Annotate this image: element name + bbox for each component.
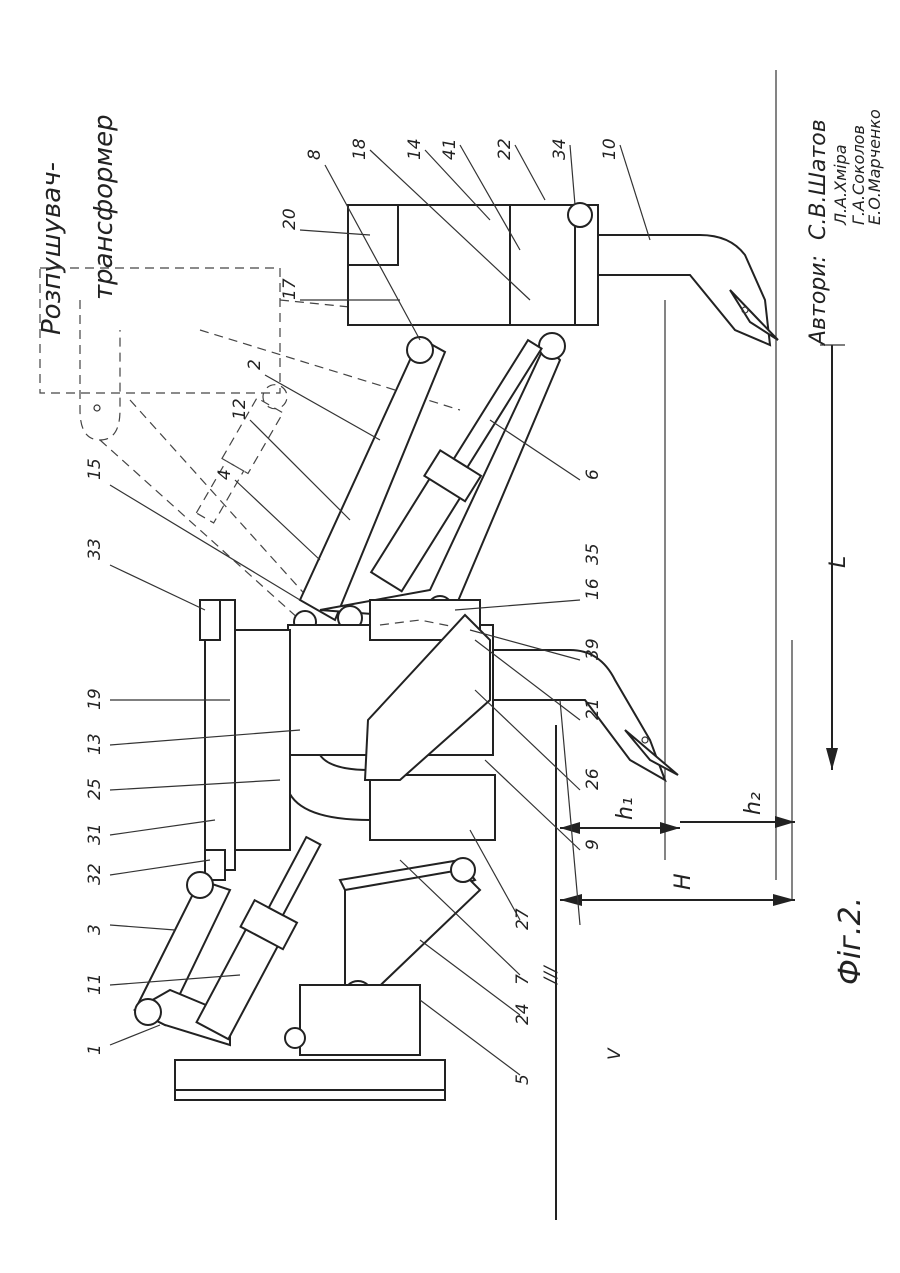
- label-7: 7: [513, 974, 533, 985]
- plate-13: [232, 630, 290, 850]
- label-24: 24: [513, 1003, 533, 1025]
- dimension-H-label: H: [671, 873, 696, 890]
- dimension-H: H: [560, 873, 795, 906]
- label-35: 35: [583, 543, 603, 565]
- label-2: 2: [245, 359, 265, 370]
- dimension-L: L: [820, 345, 851, 770]
- title-line-1: Розпушувач-: [37, 162, 67, 335]
- link-24: [345, 870, 480, 1000]
- arm-2: [300, 338, 445, 620]
- labels-right: 6 16 35 39 21 26 9: [583, 469, 603, 850]
- label-32: 32: [85, 863, 105, 885]
- label-1: 1: [85, 1044, 105, 1055]
- dimension-L-label: L: [826, 556, 851, 568]
- pin-3: [187, 872, 213, 898]
- label-41: 41: [440, 138, 460, 160]
- label-17: 17: [280, 278, 300, 300]
- label-6: 6: [583, 469, 603, 480]
- dimension-h2-label: h₂: [741, 792, 766, 815]
- label-13: 13: [85, 733, 105, 755]
- label-9: 9: [583, 839, 603, 850]
- author-1: С.В.Шатов: [806, 119, 831, 240]
- author-4: Е.О.Марченко: [865, 109, 884, 225]
- upper-shank-10: [598, 235, 770, 345]
- ground-line: ///: [541, 725, 561, 1220]
- label-16: 16: [583, 578, 603, 600]
- label-39: 39: [583, 638, 603, 660]
- svg-text:///: ///: [541, 964, 561, 985]
- pin-cylinder-11: [285, 1028, 305, 1048]
- pin-34: [568, 203, 592, 227]
- labels-bottom-left: 19 13 25 31 32 3 11 1: [85, 688, 105, 1055]
- label-20: 20: [280, 208, 300, 230]
- dimension-h1-label: h₁: [613, 797, 638, 820]
- author-2: Л.А.Хміра: [831, 144, 850, 226]
- pin-upper-link: [539, 333, 565, 359]
- hitch-5: [300, 985, 420, 1055]
- block-27: [370, 775, 495, 840]
- label-15: 15: [85, 458, 105, 480]
- frame-25: [288, 755, 370, 820]
- label-34: 34: [550, 138, 570, 160]
- label-22: 22: [495, 138, 515, 160]
- pin-upper-arm: [407, 337, 433, 363]
- label-14: 14: [405, 138, 425, 160]
- label-12: 12: [230, 398, 250, 420]
- authors-prefix: Автори:: [806, 255, 831, 347]
- main-frame: [200, 600, 495, 880]
- figure-caption: Фіг.2.: [833, 897, 868, 985]
- label-33: 33: [85, 538, 105, 560]
- label-19: 19: [85, 688, 105, 710]
- drawing-title: Розпушувач- трансформер: [37, 114, 119, 335]
- label-10: 10: [600, 138, 620, 160]
- linkage: [294, 332, 565, 633]
- label-8: 8: [305, 149, 325, 160]
- bracket-33: [200, 600, 220, 640]
- label-31: 31: [85, 823, 105, 845]
- lower-shank-9: [493, 650, 665, 780]
- label-21: 21: [583, 698, 603, 720]
- label-25: 25: [85, 778, 105, 800]
- pin-1: [135, 999, 161, 1025]
- label-18: 18: [350, 138, 370, 160]
- label-27: 27: [513, 908, 533, 930]
- label-3: 3: [85, 924, 105, 935]
- labels-bottom-right: 5 24 7 27: [513, 908, 533, 1085]
- label-26: 26: [583, 768, 603, 790]
- dimension-h2: h₂: [680, 792, 795, 828]
- tractor-mount: [135, 830, 480, 1100]
- cap-20: [348, 205, 398, 265]
- label-5: 5: [513, 1074, 533, 1085]
- upper-ripper-head: [348, 203, 778, 345]
- label-11: 11: [85, 973, 105, 995]
- dimension-h1: h₁: [560, 797, 680, 834]
- title-line-2: трансформер: [89, 114, 119, 300]
- pin-lower-right: [451, 858, 475, 882]
- stray-mark: V: [605, 1047, 625, 1060]
- label-4: 4: [215, 469, 235, 480]
